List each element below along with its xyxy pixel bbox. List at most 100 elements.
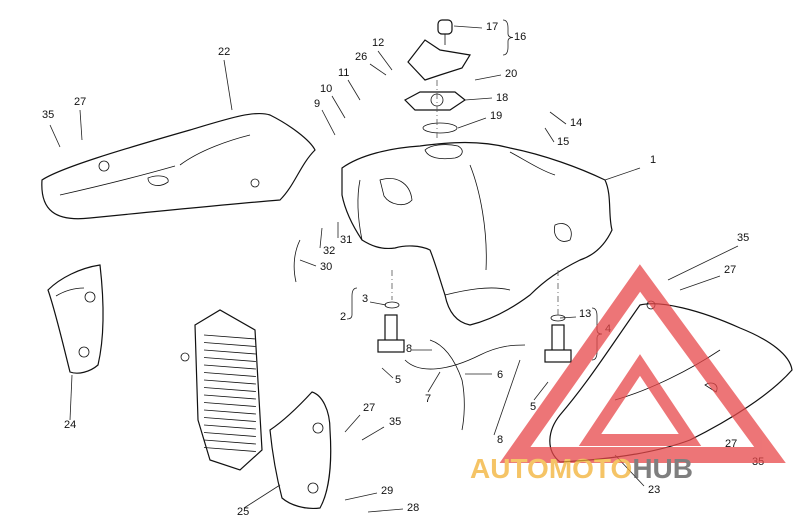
- fuel-hose-part: [293, 239, 526, 431]
- leader-line-c26: [369, 63, 387, 76]
- fuel-tank-part: [341, 141, 613, 326]
- callout-label-c14: 14: [570, 117, 582, 129]
- callout-label-c8a: 8: [406, 343, 412, 355]
- callout-label-c8b: 8: [497, 434, 503, 446]
- callout-label-c35c: 35: [737, 232, 749, 244]
- callout-label-c26: 26: [355, 51, 367, 63]
- watermark-triangle-inner: [578, 354, 702, 446]
- leader-line-c20: [474, 74, 502, 81]
- alignment-lines: [391, 80, 559, 315]
- leader-line-c32: [319, 227, 323, 249]
- leader-line-c3: [369, 301, 387, 306]
- leader-line-c17: [453, 25, 483, 29]
- watermark-moto: MOTO: [549, 453, 632, 484]
- tank-cap-flange-part: [404, 91, 467, 134]
- leader-line-c27b: [344, 414, 361, 433]
- leader-line-c5b: [533, 381, 549, 401]
- radiator-fin: [203, 447, 257, 452]
- callout-label-c35a: 35: [42, 109, 54, 121]
- callout-label-c1: 1: [650, 154, 656, 166]
- radiator-fin: [203, 364, 257, 370]
- callout-label-c25: 25: [237, 506, 249, 518]
- leader-line-c8b: [493, 359, 521, 436]
- leader-line-c11: [347, 79, 361, 101]
- radiator-fin: [203, 379, 257, 385]
- callout-label-c23: 23: [648, 484, 660, 496]
- leader-line-c18: [464, 97, 493, 101]
- callout-label-c5a: 5: [395, 374, 401, 386]
- callout-label-c27a: 27: [74, 96, 86, 108]
- leader-line-c5a: [381, 367, 394, 379]
- fuel-petcock-left-part: [377, 301, 405, 353]
- leader-line-c27a: [79, 109, 83, 141]
- leader-line-c12: [377, 50, 393, 71]
- callout-label-c29: 29: [381, 485, 393, 497]
- watermark-triangle-outer: [499, 264, 786, 463]
- tail-cover-part: [41, 112, 316, 220]
- radiator-fin: [203, 424, 257, 430]
- callout-label-c27b: 27: [363, 402, 375, 414]
- callout-label-c6: 6: [497, 369, 503, 381]
- leader-lines: [49, 19, 739, 513]
- callout-label-c18: 18: [496, 92, 508, 104]
- callout-label-c16: 16: [514, 31, 526, 43]
- leader-line-c13: [559, 316, 577, 319]
- fuel-petcock-right-part: [544, 314, 572, 363]
- watermark-hub: HUB: [632, 453, 693, 484]
- leader-line-c19: [457, 117, 487, 129]
- radiator-part: [180, 309, 263, 471]
- callout-label-c28: 28: [407, 502, 419, 514]
- leader-line-c7: [427, 371, 441, 393]
- leader-line-c35a: [49, 124, 61, 148]
- radiator-fin: [203, 349, 257, 355]
- radiator-fin: [203, 334, 257, 340]
- radiator-fin: [203, 372, 257, 377]
- radiator-fin: [203, 432, 257, 437]
- callout-label-c24: 24: [64, 419, 76, 431]
- leader-line-c9: [321, 109, 336, 136]
- radiator-fin: [203, 409, 257, 415]
- right-side-cover-part: [269, 391, 332, 510]
- callout-label-c13: 13: [579, 308, 591, 320]
- callout-label-c31: 31: [340, 234, 352, 246]
- automotohub-watermark: AUTOMOTOHUB: [470, 264, 786, 484]
- callout-label-c12: 12: [372, 37, 384, 49]
- callout-label-c7: 7: [425, 393, 431, 405]
- callout-label-c22: 22: [218, 46, 230, 58]
- leader-line-c28: [367, 508, 404, 513]
- watermark-auto: AUTO: [470, 453, 549, 484]
- callout-label-c10: 10: [320, 83, 332, 95]
- left-side-cover-part: [47, 264, 104, 374]
- watermark-text: AUTOMOTOHUB: [470, 453, 693, 484]
- callout-label-c2: 2: [340, 311, 346, 323]
- callout-label-c5b: 5: [530, 401, 536, 413]
- callout-label-c27c: 27: [724, 264, 736, 276]
- leader-line-c35b: [361, 426, 385, 441]
- callout-label-c19: 19: [490, 110, 502, 122]
- brace-group-2: [346, 287, 358, 320]
- leader-line-c30: [299, 259, 317, 267]
- callout-label-c3: 3: [362, 293, 368, 305]
- leader-line-c15: [544, 127, 555, 143]
- callout-label-c30: 30: [320, 261, 332, 273]
- leader-line-c29: [344, 492, 378, 501]
- callout-label-c17: 17: [486, 21, 498, 33]
- radiator-fin: [203, 394, 257, 400]
- radiator-fin: [203, 357, 257, 362]
- leader-line-c1: [604, 167, 641, 181]
- leader-line-c14: [549, 111, 567, 125]
- callout-label-c35b: 35: [389, 416, 401, 428]
- leader-line-c10: [331, 95, 346, 119]
- leader-line-c24: [69, 374, 73, 421]
- radiator-fin: [203, 342, 257, 347]
- callout-label-c15: 15: [557, 136, 569, 148]
- leader-line-c27c: [679, 275, 721, 291]
- tank-cap-part: [407, 19, 471, 81]
- callout-label-c32: 32: [323, 245, 335, 257]
- callout-label-c20: 20: [505, 68, 517, 80]
- callout-label-c11: 11: [338, 67, 349, 79]
- radiator-fin: [203, 439, 257, 445]
- leader-line-c22: [223, 59, 233, 111]
- radiator-fin: [203, 387, 257, 392]
